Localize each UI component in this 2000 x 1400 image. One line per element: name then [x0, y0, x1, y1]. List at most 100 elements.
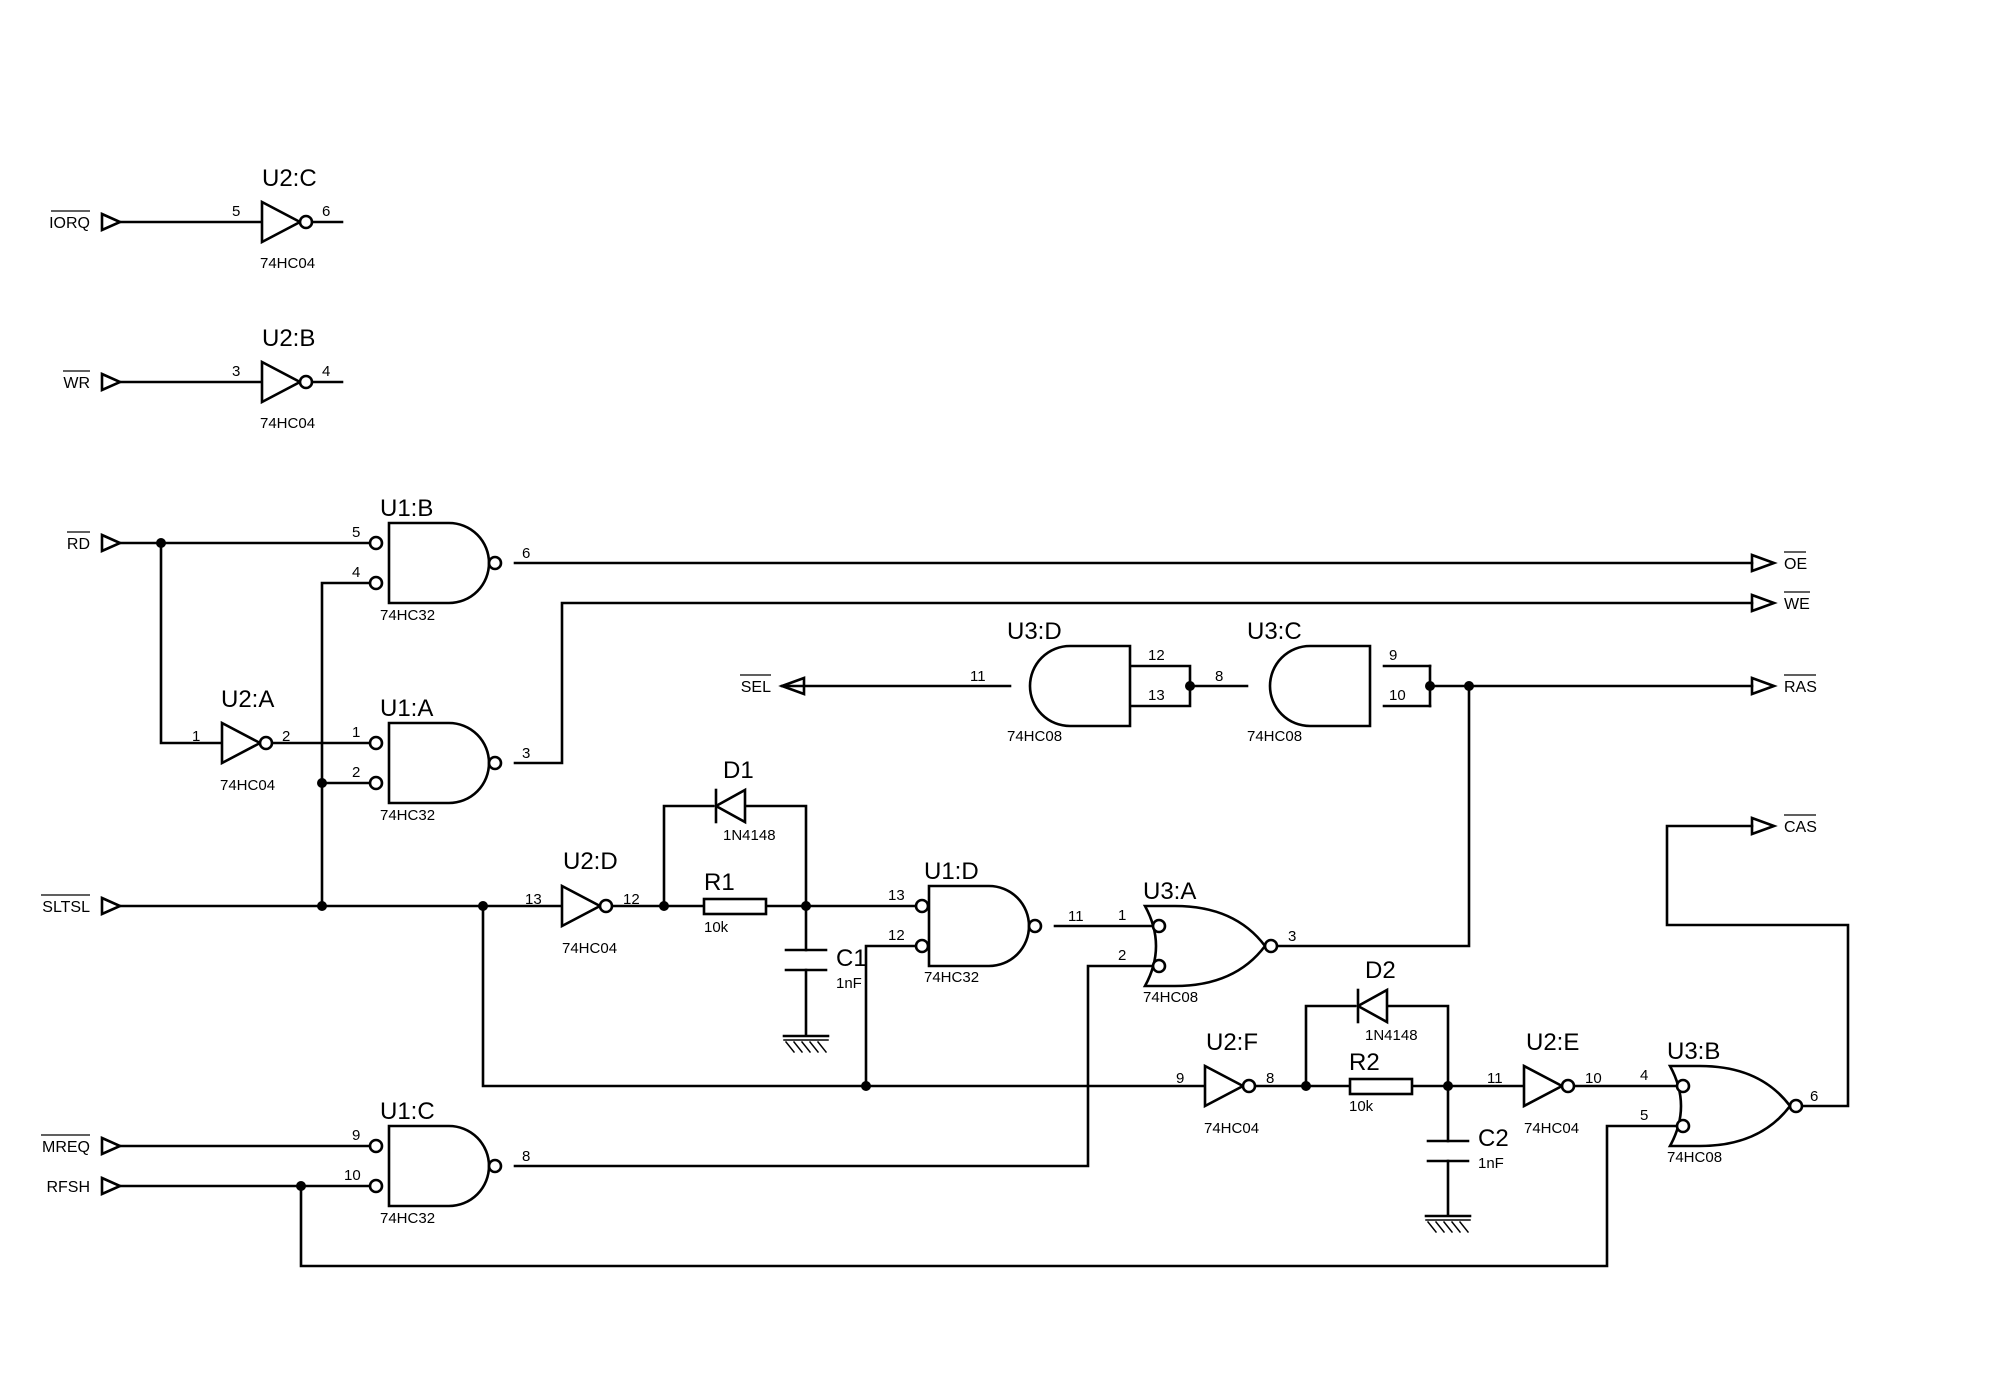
u1c-pin-out: 8 — [522, 1148, 530, 1165]
u3a-pin-out: 3 — [1288, 928, 1296, 945]
u2f-pin-out: 8 — [1266, 1070, 1274, 1087]
u1d-gate: U1:D 74HC32 13 12 11 — [888, 858, 1084, 986]
u2b-ref: U2:B — [262, 325, 315, 352]
c1-capacitor: C1 1nF — [784, 945, 867, 992]
port-oe-label: OE — [1784, 556, 1807, 573]
u1d-pin-a: 13 — [888, 887, 905, 904]
u2a-part: 74HC04 — [220, 777, 275, 794]
c2-ref: C2 — [1478, 1125, 1509, 1152]
r2-ref: R2 — [1349, 1049, 1380, 1076]
r1-ref: R1 — [704, 869, 735, 896]
u3c-pin-a: 9 — [1389, 647, 1397, 664]
ground-symbol — [782, 1034, 830, 1054]
u2e-ref: U2:E — [1526, 1029, 1579, 1056]
u3a-ref: U3:A — [1143, 878, 1196, 905]
d2-part: 1N4148 — [1365, 1027, 1418, 1044]
u2e-pin-in: 11 — [1487, 1070, 1503, 1087]
u3d-pin-a: 12 — [1148, 647, 1165, 664]
u1c-ref: U1:C — [380, 1098, 435, 1125]
port-rd-label: RD — [67, 536, 90, 553]
u1a-pin-out: 3 — [522, 745, 530, 762]
u3d-gate: U3:D 74HC08 12 13 11 — [970, 618, 1165, 745]
port-sltsl-label: SLTSL — [42, 899, 90, 916]
u2e-part: 74HC04 — [1524, 1120, 1579, 1137]
u1a-ref: U1:A — [380, 695, 433, 722]
u3b-pin-a: 4 — [1640, 1067, 1648, 1084]
u2c-pin-out: 6 — [322, 203, 330, 220]
input-ports: IORQ WR RD SLTSL MREQ RFSH — [41, 210, 122, 1196]
u2f-inverter: U2:F 74HC04 9 8 — [1176, 1029, 1274, 1137]
u1a-gate: U1:A 74HC32 1 2 3 — [352, 695, 530, 824]
u2c-ref: U2:C — [262, 165, 317, 192]
r2-value: 10k — [1349, 1098, 1374, 1115]
u1c-pin-a: 9 — [352, 1127, 360, 1144]
u1d-pin-out: 11 — [1068, 908, 1084, 925]
u3a-pin-a: 1 — [1118, 907, 1126, 924]
u1a-pin-b: 2 — [352, 764, 360, 781]
u1a-part: 74HC32 — [380, 807, 435, 824]
d1-ref: D1 — [723, 757, 754, 784]
u1d-part: 74HC32 — [924, 969, 979, 986]
ground-symbol — [1424, 1214, 1472, 1234]
u3b-pin-b: 5 — [1640, 1107, 1648, 1124]
u1b-part: 74HC32 — [380, 607, 435, 624]
u2a-ref: U2:A — [221, 686, 274, 713]
u2f-ref: U2:F — [1206, 1029, 1258, 1056]
u1b-pin-a: 5 — [352, 524, 360, 541]
u3c-ref: U3:C — [1247, 618, 1302, 645]
u1a-pin-a: 1 — [352, 724, 360, 741]
u3c-gate: U3:C 74HC08 9 10 8 — [1215, 618, 1406, 745]
u3a-part: 74HC08 — [1143, 989, 1198, 1006]
port-mreq-label: MREQ — [42, 1139, 90, 1156]
output-ports: OE WE RAS CAS SEL — [740, 551, 1817, 836]
c2-capacitor: C2 1nF — [1426, 1125, 1509, 1172]
u2b-pin-in: 3 — [232, 363, 240, 380]
port-sel-label: SEL — [741, 679, 771, 696]
u2b-pin-out: 4 — [322, 363, 330, 380]
u2f-pin-in: 9 — [1176, 1070, 1184, 1087]
port-we-label: WE — [1784, 596, 1810, 613]
u3b-part: 74HC08 — [1667, 1149, 1722, 1166]
d2-diode: D2 1N4148 — [1355, 957, 1418, 1044]
r2-resistor: R2 10k — [1348, 1049, 1414, 1115]
u1c-part: 74HC32 — [380, 1210, 435, 1227]
u2b-inverter: U2:B 74HC04 3 4 — [232, 325, 330, 432]
u3d-part: 74HC08 — [1007, 728, 1062, 745]
port-iorq-label: IORQ — [49, 215, 90, 232]
port-rfsh-label: RFSH — [46, 1179, 90, 1196]
u2f-part: 74HC04 — [1204, 1120, 1259, 1137]
u2c-inverter: U2:C 74HC04 5 6 — [232, 165, 330, 272]
u1b-pin-out: 6 — [522, 545, 530, 562]
u1b-pin-b: 4 — [352, 564, 360, 581]
c2-value: 1nF — [1478, 1155, 1504, 1172]
u2e-inverter: U2:E 74HC04 11 10 — [1487, 1029, 1602, 1137]
u2c-part: 74HC04 — [260, 255, 315, 272]
u1c-gate: U1:C 74HC32 9 10 8 — [344, 1098, 530, 1227]
u2a-pin-in: 1 — [192, 728, 200, 745]
u1b-ref: U1:B — [380, 495, 433, 522]
u3a-pin-b: 2 — [1118, 947, 1126, 964]
u2d-pin-in: 13 — [525, 891, 542, 908]
u3b-pin-out: 6 — [1810, 1088, 1818, 1105]
u2d-ref: U2:D — [563, 848, 618, 875]
c1-value: 1nF — [836, 975, 862, 992]
u3c-pin-out: 8 — [1215, 668, 1223, 685]
u1b-gate: U1:B 74HC32 5 4 6 — [352, 495, 530, 624]
d1-part: 1N4148 — [723, 827, 776, 844]
u1d-pin-b: 12 — [888, 927, 905, 944]
port-cas-label: CAS — [1784, 819, 1817, 836]
port-ras-label: RAS — [1784, 679, 1817, 696]
u3d-pin-out: 11 — [970, 668, 986, 685]
u3b-gate: U3:B 74HC08 4 5 6 — [1640, 1038, 1818, 1166]
wires — [118, 220, 1850, 1268]
u1d-ref: U1:D — [924, 858, 979, 885]
u3c-pin-b: 10 — [1389, 687, 1406, 704]
u2b-part: 74HC04 — [260, 415, 315, 432]
u2e-pin-out: 10 — [1585, 1070, 1602, 1087]
u2c-pin-in: 5 — [232, 203, 240, 220]
port-wr-label: WR — [63, 375, 90, 392]
d2-ref: D2 — [1365, 957, 1396, 984]
u2d-part: 74HC04 — [562, 940, 617, 957]
u3d-pin-b: 13 — [1148, 687, 1165, 704]
u3b-ref: U3:B — [1667, 1038, 1720, 1065]
